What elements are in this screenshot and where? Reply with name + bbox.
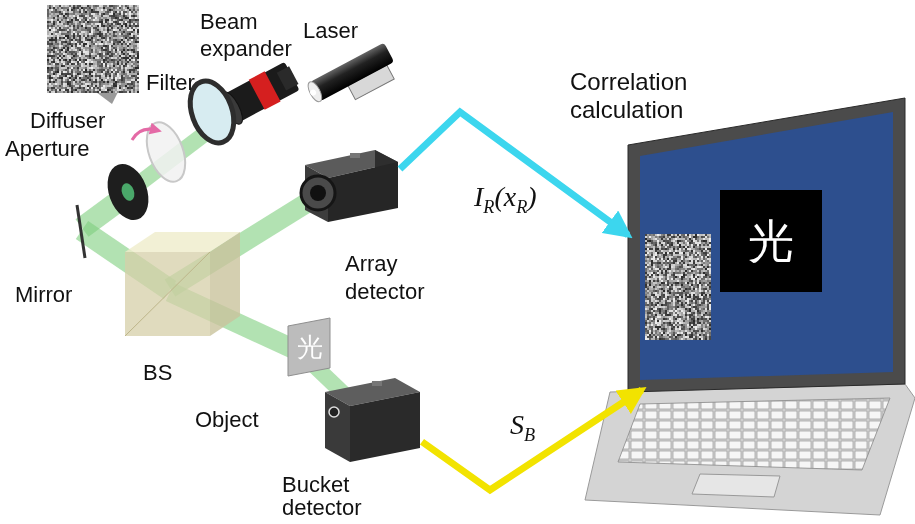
component-label: Object <box>195 407 285 433</box>
bucket-detector: Bucket detector <box>322 378 422 463</box>
rotation-arrow <box>132 129 156 140</box>
part-label: Beam expander <box>200 8 310 62</box>
part-label: Filter <box>146 70 216 96</box>
part-label: Mirror <box>15 282 95 308</box>
screen-character: 光 <box>720 190 822 292</box>
array-detector-camera <box>301 150 398 222</box>
object-character: 光 <box>290 322 330 372</box>
aperture-symbol <box>100 158 156 225</box>
component-label: Array detector <box>345 250 445 306</box>
speckle-pattern <box>645 234 711 340</box>
signal-connector <box>400 112 628 235</box>
signal-label: IR(xR) <box>472 182 539 222</box>
signal-label: SB <box>508 410 537 450</box>
part-label: Aperture <box>5 136 105 162</box>
object-plate <box>288 318 330 376</box>
laptop-heading: Correlation calculation <box>570 68 720 124</box>
laptop-drawing <box>585 98 915 515</box>
part-label: Diffuser <box>30 108 130 134</box>
signal-connector <box>422 390 642 490</box>
mirror-symbol <box>77 205 85 258</box>
correlation-laptop: Correlation calculation光 <box>628 140 905 390</box>
beam-splitter-cube <box>125 232 240 336</box>
laser-symbol <box>305 43 401 117</box>
part-label: Laser <box>303 18 373 44</box>
diffuser-symbol <box>139 117 192 187</box>
callout-tail <box>96 92 118 104</box>
bucket-detector-box <box>325 378 420 462</box>
component-label: Bucket detector <box>282 473 382 519</box>
speckle-pattern <box>47 5 139 93</box>
part-label: BS <box>143 360 183 386</box>
array-detector: Array detector <box>300 145 400 225</box>
object-plate: 光Object <box>290 322 330 372</box>
